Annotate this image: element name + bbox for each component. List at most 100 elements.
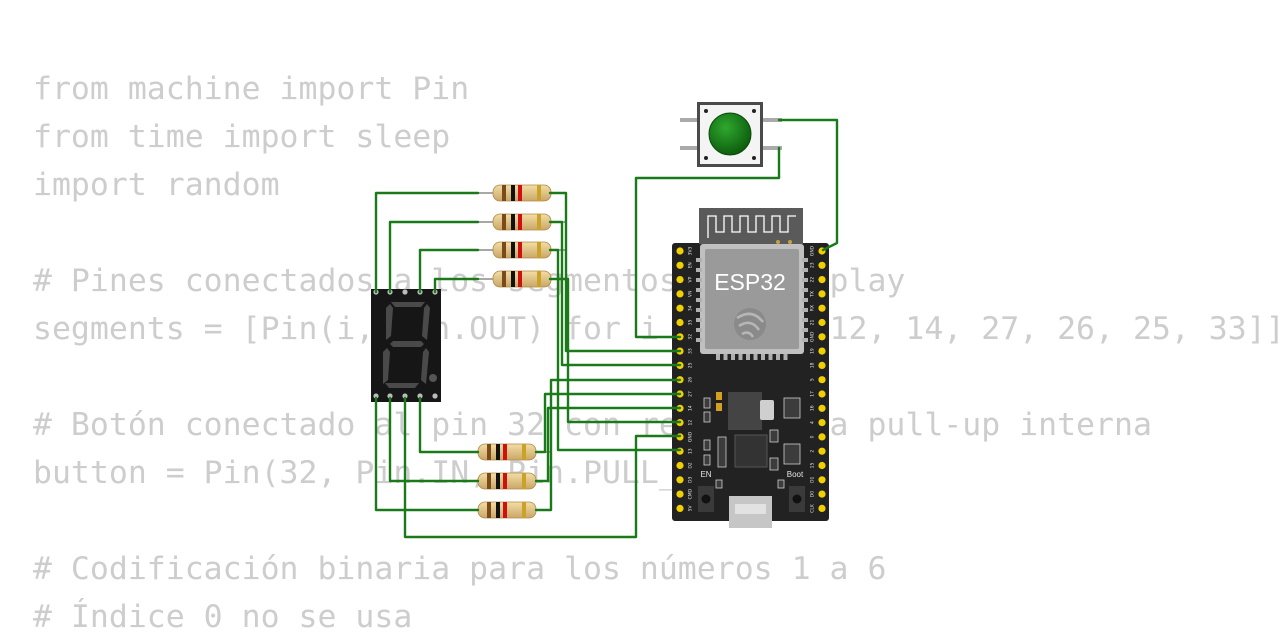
header-pin[interactable] [818, 347, 826, 355]
header-pin[interactable] [676, 461, 684, 470]
resistor-band [502, 185, 506, 201]
module-pin [802, 288, 808, 292]
segment-a [391, 302, 425, 307]
header-pin[interactable] [676, 304, 684, 312]
smd-component [783, 443, 801, 465]
segment-e [383, 348, 390, 384]
module-pin [696, 328, 702, 332]
resistor-band [522, 444, 526, 460]
push-button-cap[interactable] [708, 112, 752, 156]
header-pin[interactable] [818, 461, 826, 470]
header-pin[interactable] [818, 276, 826, 284]
push-button-leg [762, 118, 782, 122]
header-pin[interactable] [818, 447, 826, 455]
push-button-screw [752, 109, 756, 113]
module-pin [802, 278, 808, 282]
pin-label: D1 [810, 476, 816, 482]
module-pin [696, 318, 702, 322]
header-pin[interactable] [818, 290, 826, 298]
header-pin[interactable] [818, 304, 826, 312]
resistor[interactable] [478, 213, 566, 231]
wire [388, 220, 480, 294]
smd-component [777, 479, 785, 489]
smd-component [715, 479, 723, 489]
header-pin[interactable] [818, 361, 826, 369]
smd-components [703, 397, 801, 489]
pin-label: EN [688, 262, 694, 268]
resistor-band [522, 502, 526, 518]
pin-label: 33 [688, 348, 694, 354]
header-pin[interactable] [818, 490, 826, 498]
header-pin[interactable] [818, 390, 826, 398]
pin-label: 32 [688, 334, 694, 340]
header-pin[interactable] [676, 490, 684, 498]
module-pin [783, 354, 788, 360]
wire [388, 396, 480, 483]
pin-label: 18 [810, 362, 816, 368]
resistor[interactable] [478, 184, 566, 202]
espressif-logo-icon [734, 308, 766, 340]
pin-label: GND [688, 431, 694, 442]
header-pin[interactable] [676, 247, 684, 255]
pin-label: 27 [688, 391, 694, 397]
pin-label: 3V3 [688, 246, 694, 255]
header-pin[interactable] [818, 261, 826, 269]
usb-connector-opening [735, 504, 766, 514]
smd-component [703, 454, 711, 466]
pin-label: 5V [688, 505, 694, 512]
wires [374, 118, 839, 539]
module-pin [696, 298, 702, 302]
module-pin [716, 354, 720, 360]
header-pin[interactable] [676, 476, 684, 484]
boot-button-cap[interactable] [792, 494, 802, 504]
push-button[interactable] [680, 102, 782, 167]
resistor-band [487, 502, 491, 518]
header-pin[interactable] [676, 261, 684, 269]
module-pin [761, 354, 765, 360]
header-pin[interactable] [818, 476, 826, 484]
push-button-leg [680, 146, 700, 150]
code-line: from time import sleep [33, 119, 451, 155]
header-pin[interactable] [818, 376, 826, 384]
module-pin [802, 318, 808, 322]
resistor-band [511, 214, 515, 230]
pin-label: 23 [810, 262, 816, 268]
wire [433, 277, 480, 294]
wire [374, 396, 480, 512]
pin-label: D2 [688, 462, 694, 468]
antenna-pad [788, 240, 792, 244]
segment-b [422, 304, 430, 340]
led [716, 392, 722, 400]
header-pin[interactable] [818, 333, 826, 341]
pin-label: RX [810, 305, 816, 311]
resistor-band [511, 271, 515, 287]
header-pin[interactable] [676, 276, 684, 284]
module-pin [723, 354, 728, 360]
header-pin[interactable] [818, 419, 826, 427]
pin-label: 14 [688, 405, 694, 411]
esp32-shield [705, 249, 799, 349]
led [716, 403, 722, 411]
smd-component [703, 397, 711, 409]
wire [534, 406, 682, 483]
voltage-regulator [728, 392, 762, 430]
esp32-board[interactable]: ESP32 EN Boot 3V3ENVPVN34353233252627141… [672, 208, 829, 528]
display-pin [373, 393, 379, 399]
header-pin[interactable] [818, 504, 826, 512]
header-pin[interactable] [818, 404, 826, 412]
header-pin[interactable] [676, 290, 684, 298]
en-button-cap[interactable] [701, 494, 711, 504]
pin-label: CMD [688, 488, 694, 499]
header-pin[interactable] [676, 318, 684, 327]
header-pin[interactable] [818, 318, 826, 327]
resistor[interactable] [478, 241, 566, 259]
header-pin[interactable] [818, 433, 826, 441]
display-pin [402, 393, 408, 399]
module-pin [802, 338, 808, 342]
display-pin [402, 289, 408, 295]
resistor-band [522, 473, 526, 489]
display-pins [373, 289, 438, 399]
pin-label: 4 [810, 421, 816, 424]
pin-label: 15 [810, 463, 816, 469]
header-pin[interactable] [676, 504, 684, 512]
